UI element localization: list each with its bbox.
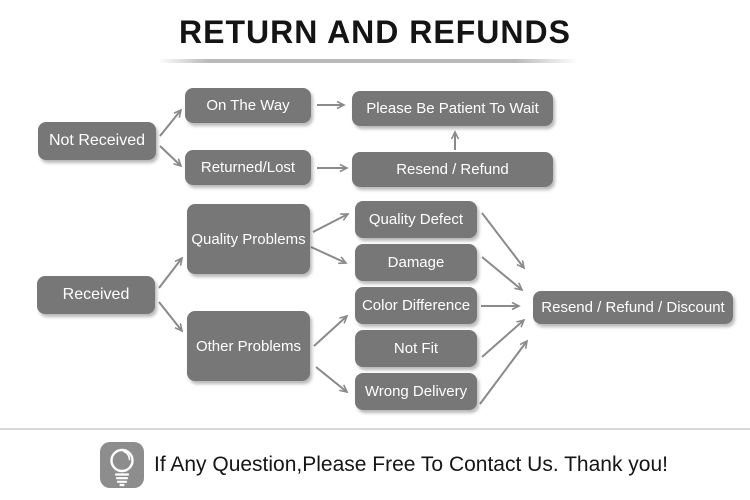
edge-wrongdelivery-discount — [479, 341, 527, 405]
node-returned-lost: Returned/Lost — [185, 150, 311, 185]
page-title: RETURN AND REFUNDS — [179, 14, 571, 50]
node-not-fit: Not Fit — [355, 330, 477, 367]
node-color-difference: Color Difference — [355, 287, 477, 324]
edge-qualityproblems-qualitydefect — [312, 213, 348, 233]
edge-qualitydefect-discount — [481, 212, 524, 268]
node-quality-problems: Quality Problems — [187, 204, 310, 274]
node-wrong-delivery: Wrong Delivery — [355, 373, 477, 410]
edge-damage-discount — [481, 256, 522, 290]
node-please-be-patient: Please Be Patient To Wait — [352, 91, 553, 126]
footer-text: If Any Question,Please Free To Contact U… — [154, 453, 668, 476]
footer-note: If Any Question,Please Free To Contact U… — [100, 440, 668, 490]
node-damage: Damage — [355, 244, 477, 281]
edge-received-qualityproblems — [158, 258, 182, 289]
node-resend-refund: Resend / Refund — [352, 152, 553, 187]
footer-divider — [0, 428, 750, 430]
node-not-received: Not Received — [38, 122, 156, 160]
edge-otherproblems-wrongdelivery — [315, 366, 347, 392]
node-other-problems: Other Problems — [187, 311, 310, 381]
node-quality-defect: Quality Defect — [355, 201, 477, 238]
edge-notfit-discount — [481, 320, 524, 358]
edge-notreceived-ontheway — [159, 110, 181, 137]
edge-otherproblems-colordifference — [313, 316, 347, 347]
node-received: Received — [37, 276, 155, 314]
edge-received-otherproblems — [158, 301, 182, 331]
edge-qualityproblems-damage — [310, 246, 346, 263]
edge-notreceived-returnedlost — [159, 145, 181, 166]
title-underline — [158, 59, 578, 63]
node-resend-refund-discount: Resend / Refund / Discount — [533, 291, 733, 324]
lightbulb-icon — [100, 442, 144, 488]
node-on-the-way: On The Way — [185, 88, 311, 123]
